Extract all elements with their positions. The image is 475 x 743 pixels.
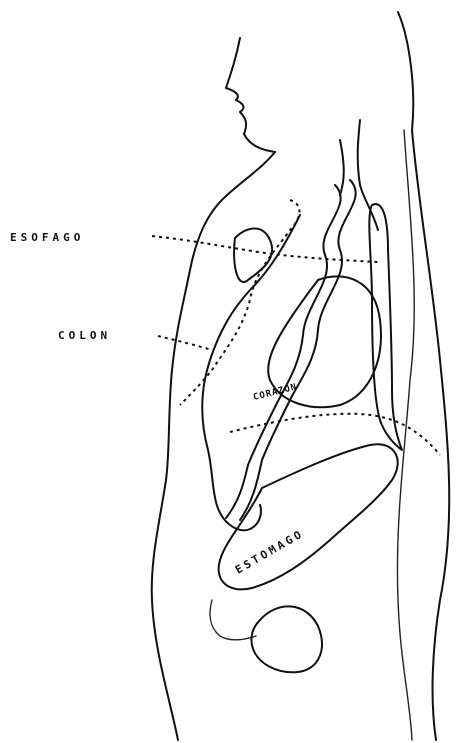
kidney (251, 606, 321, 672)
trachea (340, 120, 378, 230)
stomach-label: ESTOMAGO (233, 527, 306, 577)
esophagus-label: ESOFAGO (10, 231, 84, 244)
colon-loop (202, 215, 300, 530)
colon-pointer (158, 336, 212, 350)
lung (369, 204, 402, 450)
esophagus-tube (240, 180, 356, 520)
spine-outline (397, 130, 414, 740)
face-profile (226, 38, 275, 152)
back-outline (398, 12, 449, 740)
ureter (210, 600, 256, 640)
colon-body (234, 228, 272, 282)
esophagus-pointer (152, 236, 378, 262)
esophagus-tube-inner (226, 185, 341, 518)
colon-label: COLON (58, 329, 111, 342)
